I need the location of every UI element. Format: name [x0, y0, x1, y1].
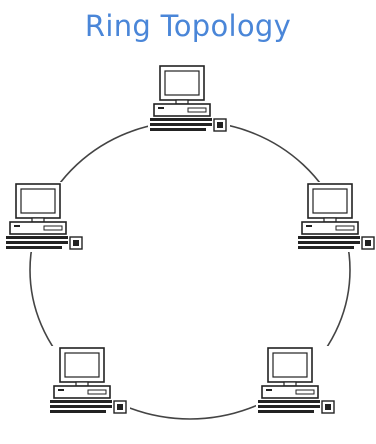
- computer-bottom-left: [48, 346, 130, 416]
- computer-right: [296, 182, 376, 252]
- computer-top: [148, 64, 230, 134]
- computer-bottom-right: [256, 346, 338, 416]
- diagram-title: Ring Topology: [84, 9, 292, 43]
- computer-left: [4, 182, 86, 252]
